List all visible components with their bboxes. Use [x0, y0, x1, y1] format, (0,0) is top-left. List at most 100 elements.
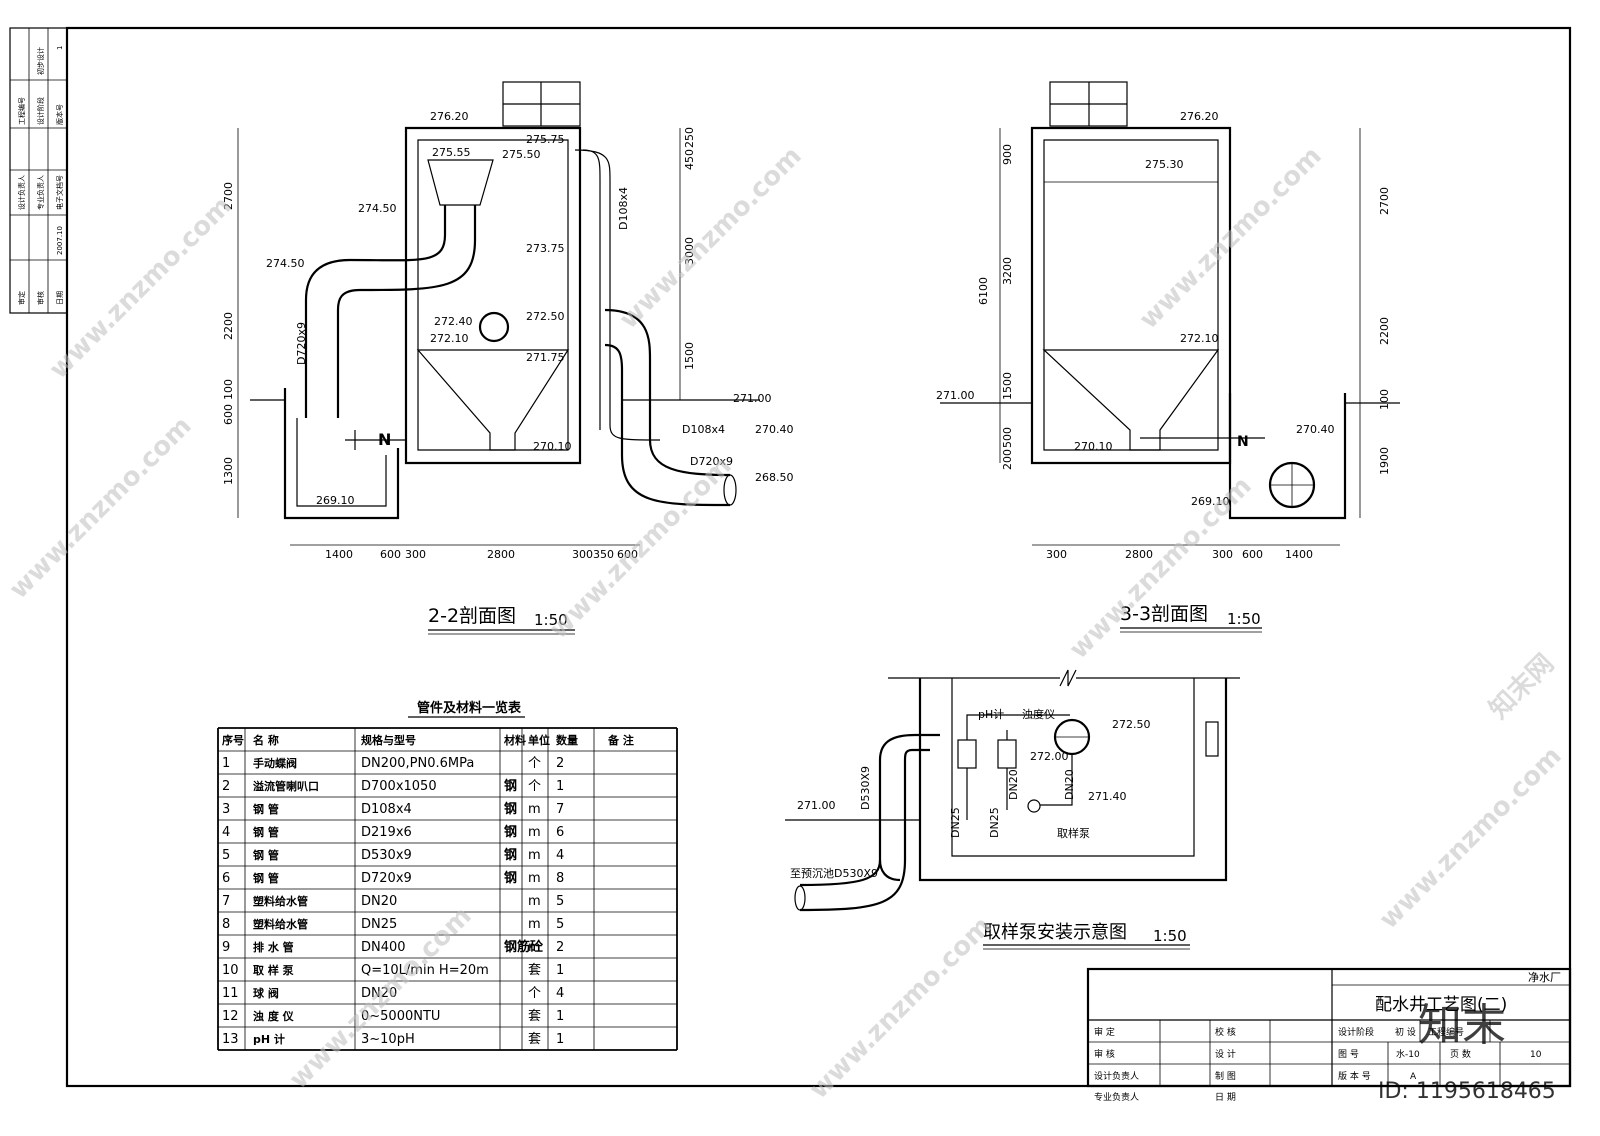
table-cell: pH 计 — [253, 1032, 285, 1046]
table-cell: m — [528, 917, 541, 932]
table-cell: 6 — [556, 825, 564, 840]
level-label: 268.50 — [755, 471, 794, 484]
overflow-bellmouth — [427, 159, 494, 206]
company-name: 净水厂 — [1528, 970, 1561, 984]
table-cell: 1 — [556, 963, 564, 978]
table-cell: 1 — [556, 1009, 564, 1024]
level-label: 271.75 — [526, 351, 565, 364]
table-cell: DN200,PN0.6MPa — [361, 756, 474, 771]
table-cell: 5 — [222, 848, 230, 863]
level-label: 271.00 — [936, 389, 975, 402]
table-cell: 钢 — [504, 870, 517, 886]
level-label: 270.10 — [1074, 440, 1113, 453]
table-header-cell: 备 注 — [607, 733, 634, 747]
pump-label: 取样泵 — [1057, 826, 1090, 840]
table-cell: DN20 — [361, 986, 397, 1001]
level-label: 270.40 — [1296, 423, 1335, 436]
table-cell: 手动蝶阀 — [253, 756, 297, 770]
table-cell: DN25 — [361, 917, 397, 932]
dim-v: 2200 — [222, 312, 235, 340]
watermark-text: www.znzmo.com — [4, 411, 198, 605]
table-cell: 11 — [222, 986, 239, 1001]
table-header-cell: 规格与型号 — [361, 733, 416, 747]
level-label: 269.10 — [316, 494, 355, 507]
dim-v: 500 — [1001, 427, 1014, 448]
dim-v: 1300 — [222, 457, 235, 485]
table-cell: 个 — [528, 779, 541, 794]
sludge-hopper — [416, 349, 570, 451]
level-label: 276.20 — [1180, 110, 1219, 123]
tb-label: 设计负责人 — [1094, 1070, 1139, 1082]
pipe-label: D530X9 — [859, 766, 872, 810]
pipe-label: DN20 — [1063, 769, 1076, 800]
dim-h: 600 — [1242, 548, 1263, 561]
table-cell: 溢流管喇叭口 — [253, 779, 319, 793]
table-cell: 8 — [556, 871, 564, 886]
level-label: 271.00 — [733, 392, 772, 405]
dim-h: 600 — [617, 548, 638, 561]
pipe-label: DN25 — [988, 807, 1001, 838]
tb-label: 版 本 号 — [1338, 1070, 1371, 1082]
table-cell: 排 水 管 — [253, 940, 294, 954]
sludge-hopper — [1042, 349, 1220, 451]
section-2-2-scale: 1:50 — [534, 611, 568, 629]
dim-h: 1400 — [325, 548, 353, 561]
table-cell: 取 样 泵 — [253, 963, 294, 977]
dim-h: 350 — [593, 548, 614, 561]
level-label: 271.40 — [1088, 790, 1127, 803]
dim-v: 1500 — [1001, 372, 1014, 400]
table-cell: 钢 — [504, 847, 517, 863]
level-label: 275.30 — [1145, 158, 1184, 171]
dim-v: 600 — [222, 404, 235, 425]
valve-symbol: N — [378, 430, 391, 449]
table-cell: 钢筋砼 — [504, 939, 544, 955]
table-cell: 钢 管 — [253, 848, 279, 862]
dim-v: 1900 — [1378, 447, 1391, 475]
table-cell: m — [528, 825, 541, 840]
table-cell: m — [528, 802, 541, 817]
pipe-label: DN25 — [949, 807, 962, 838]
turbidimeter — [997, 739, 1017, 769]
section-3-3-title: 3-3剖面图 — [1120, 603, 1208, 625]
table-cell: 钢 管 — [253, 802, 279, 816]
dim-h: 1400 — [1285, 548, 1313, 561]
dim-v: 100 — [222, 379, 235, 400]
table-cell: D219x6 — [361, 825, 412, 840]
table-cell: 10 — [222, 963, 239, 978]
table-cell: 个 — [528, 756, 541, 771]
level-label: 272.50 — [1112, 718, 1151, 731]
strip-cell: 1 — [56, 46, 64, 50]
table-cell: 2 — [556, 756, 564, 771]
side-title-strip: 工程编号 设计阶段 版本号 初步设计 1 设计负责人 专业负责人 电子文档号 审… — [9, 27, 68, 314]
level-label: 271.00 — [797, 799, 836, 812]
pipe-label: D108x4 — [617, 187, 630, 230]
table-cell: D108x4 — [361, 802, 412, 817]
tb-value: 初 设 — [1395, 1026, 1416, 1038]
table-cell: 钢 管 — [253, 825, 279, 839]
table-cell: 塑料给水管 — [253, 894, 308, 908]
table-cell: 8 — [222, 917, 230, 932]
dim-h: 600 — [380, 548, 401, 561]
level-label: 274.50 — [266, 257, 305, 270]
dim-h: 300 — [405, 548, 426, 561]
strip-cell: 工程编号 — [17, 97, 26, 125]
dim-v: 1500 — [683, 342, 696, 370]
level-label: 272.50 — [526, 310, 565, 323]
table-cell: Q=10L/min H=20m — [361, 963, 489, 978]
tb-label: 审 定 — [1094, 1026, 1115, 1038]
dim-v: 6100 — [977, 277, 990, 305]
tank-outline — [404, 126, 582, 465]
table-cell: m — [528, 848, 541, 863]
strip-cell: 审核 — [36, 291, 45, 305]
table-cell: 3~10pH — [361, 1032, 415, 1047]
tb-label: 校 核 — [1215, 1026, 1236, 1038]
table-cell: 个 — [528, 986, 541, 1001]
table-cell: 12 — [222, 1009, 239, 1024]
watermark-text: www.znzmo.com — [1374, 741, 1568, 935]
table-cell: 1 — [556, 1032, 564, 1047]
tb-label: 设 计 — [1215, 1048, 1236, 1060]
pump-label: 浊度仪 — [1022, 707, 1055, 721]
tb-value: 水-10 — [1396, 1048, 1420, 1060]
brand-watermark: 知末 — [1418, 1000, 1506, 1051]
pipe-label: D720x9 — [295, 322, 308, 365]
